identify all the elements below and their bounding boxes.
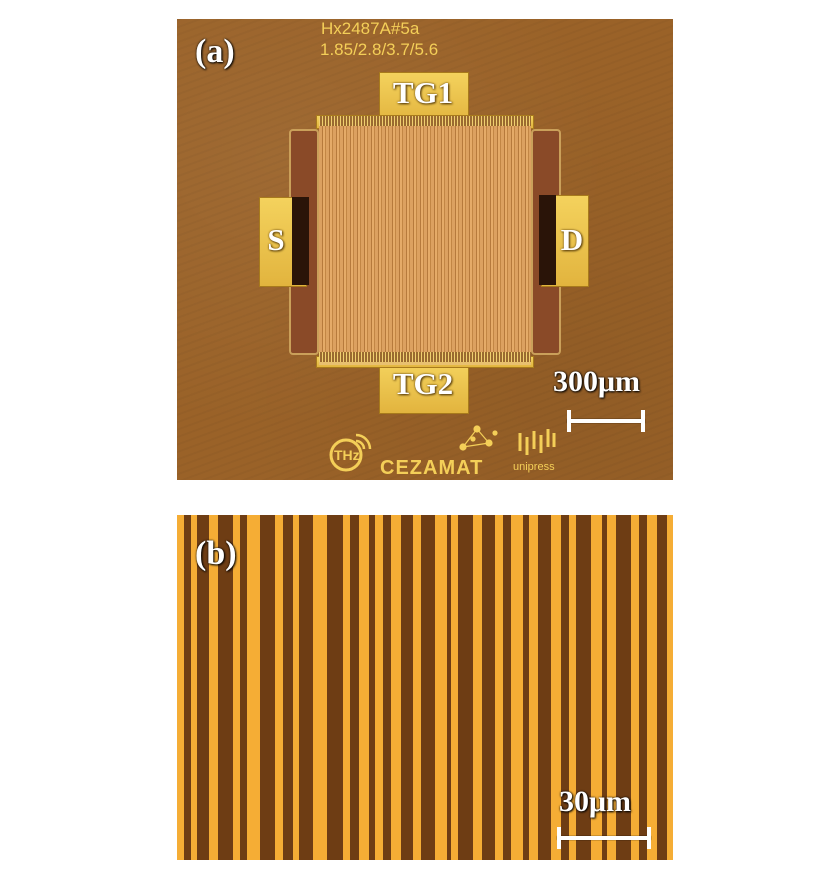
scale-bar-b-label: 30μm <box>559 785 631 818</box>
thz-logo-text: THz <box>334 447 360 463</box>
grating-stripe <box>391 515 401 860</box>
grating-stripe <box>473 515 482 860</box>
grating-stripe <box>631 515 639 860</box>
micrograph-panel-b: (b) 30μm <box>177 515 673 860</box>
cezamat-logo <box>455 421 501 455</box>
grating-stripes <box>177 515 673 860</box>
unipress-logo <box>516 427 558 459</box>
grating-stripe <box>529 515 538 860</box>
grating-stripe <box>359 515 369 860</box>
grating-stripe <box>667 515 673 860</box>
thz-logo: THz <box>326 427 376 477</box>
gate-spec-text: 1.85/2.8/3.7/5.6 <box>320 40 439 59</box>
source-label: S <box>267 222 285 257</box>
panel-a-label: (a) <box>195 33 235 70</box>
channel-grating <box>319 121 531 365</box>
grating-stripe <box>375 515 383 860</box>
grating-stripe <box>435 515 447 860</box>
grating-stripe <box>209 515 218 860</box>
scale-bar-a <box>567 410 645 432</box>
panel-b-label: (b) <box>195 535 237 572</box>
grating-stripe <box>293 515 299 860</box>
grating-stripe <box>451 515 458 860</box>
grating-top-fringe <box>319 116 531 126</box>
grating-stripe <box>191 515 197 860</box>
grating-stripe <box>313 515 327 860</box>
grating-stripe <box>647 515 657 860</box>
unipress-text: unipress <box>513 461 555 473</box>
grating-stripe <box>495 515 503 860</box>
grating-stripe <box>233 515 240 860</box>
source-contact <box>292 197 309 285</box>
scale-bar-b <box>557 827 651 849</box>
grating-bottom-fringe <box>319 352 531 362</box>
grating-stripe <box>343 515 350 860</box>
cezamat-text: CEZAMAT <box>380 457 484 479</box>
scale-bar-a-label: 300μm <box>553 365 640 398</box>
grating-stripe <box>511 515 523 860</box>
sample-id-text: Hx2487A#5a <box>321 19 420 38</box>
grating-stripe <box>551 515 561 860</box>
grating-stripe <box>247 515 260 860</box>
drain-contact <box>539 195 556 285</box>
drain-label: D <box>560 222 584 257</box>
grating-stripe <box>275 515 283 860</box>
grating-stripe <box>413 515 421 860</box>
grating-stripe <box>177 515 184 860</box>
tg2-label: TG2 <box>392 366 454 401</box>
grating-stripe <box>569 515 576 860</box>
tg1-label: TG1 <box>392 75 454 110</box>
grating-stripe <box>607 515 616 860</box>
tg2-pad <box>379 362 469 414</box>
grating-stripe <box>591 515 602 860</box>
